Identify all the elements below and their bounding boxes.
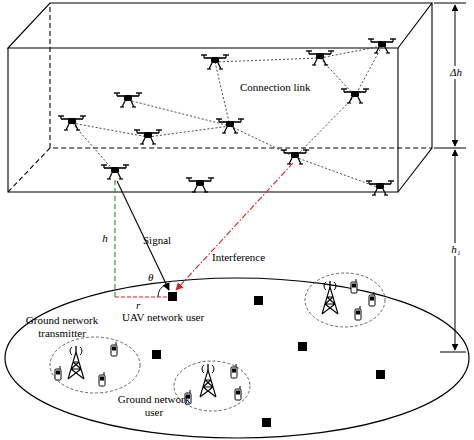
cuboid-side	[398, 3, 432, 192]
ground-user	[111, 342, 117, 356]
connection-link	[295, 96, 355, 157]
user-label: UAV network user	[122, 311, 222, 324]
ground-user	[231, 364, 237, 378]
link-label: Connection link	[240, 81, 330, 94]
angle-label: θ	[148, 271, 160, 284]
distance-label: r	[136, 299, 148, 312]
ground-user	[355, 306, 361, 320]
transmitter-label: Ground network transmitter	[14, 314, 110, 340]
height-bracket	[434, 3, 466, 352]
uav-user	[376, 370, 385, 379]
ground-cell	[50, 337, 140, 393]
ground-transmitter	[322, 281, 338, 314]
cuboid-hidden-edge	[8, 3, 432, 192]
connection-link	[148, 126, 230, 137]
uav	[216, 119, 244, 133]
ground-networks	[50, 273, 385, 411]
connection-link	[215, 58, 320, 62]
interference-label: Interference	[212, 251, 282, 264]
uav	[341, 89, 369, 103]
dimension-label: Δh	[445, 66, 467, 79]
uav	[306, 51, 334, 65]
ground-transmitter	[68, 346, 84, 379]
uav-swarm	[58, 39, 396, 195]
uav	[186, 178, 214, 192]
cuboid-front	[8, 48, 398, 192]
signal-label: Signal	[143, 234, 193, 247]
connection-link	[295, 157, 380, 188]
connection-link	[320, 46, 382, 58]
uav	[366, 181, 394, 195]
airspace-cuboid	[8, 3, 432, 192]
uav	[201, 55, 229, 69]
interference-arrow	[176, 163, 293, 290]
angle-arc	[158, 285, 166, 298]
uav-user	[254, 296, 263, 305]
cuboid-top	[8, 3, 432, 48]
uav-user	[262, 418, 271, 427]
uav	[281, 150, 309, 164]
uav	[58, 116, 86, 130]
uav	[134, 130, 162, 144]
uav-user	[168, 292, 177, 301]
uav-user	[298, 342, 307, 351]
connection-link	[128, 100, 230, 126]
bracket-tick	[434, 3, 466, 4]
dimension-label: h₁	[445, 243, 467, 256]
ground-user	[369, 292, 375, 306]
ground-cell	[305, 273, 385, 327]
connection-links	[72, 46, 382, 188]
ground-region	[5, 278, 469, 438]
ground-user	[99, 372, 105, 386]
ground-transmitter	[200, 364, 216, 397]
uav	[114, 93, 142, 107]
bracket-tick	[440, 352, 466, 353]
ground-user	[235, 386, 241, 400]
connection-link	[215, 62, 230, 126]
uav-user	[152, 350, 161, 359]
uav	[101, 165, 129, 179]
dimension-label: h	[98, 232, 112, 245]
height-line	[114, 180, 115, 297]
user-label: Ground network user	[112, 393, 196, 419]
ground-user	[351, 279, 357, 293]
uav	[368, 39, 396, 53]
distance-line	[115, 296, 168, 297]
bracket-tick	[434, 148, 466, 149]
ground-user	[55, 366, 61, 380]
